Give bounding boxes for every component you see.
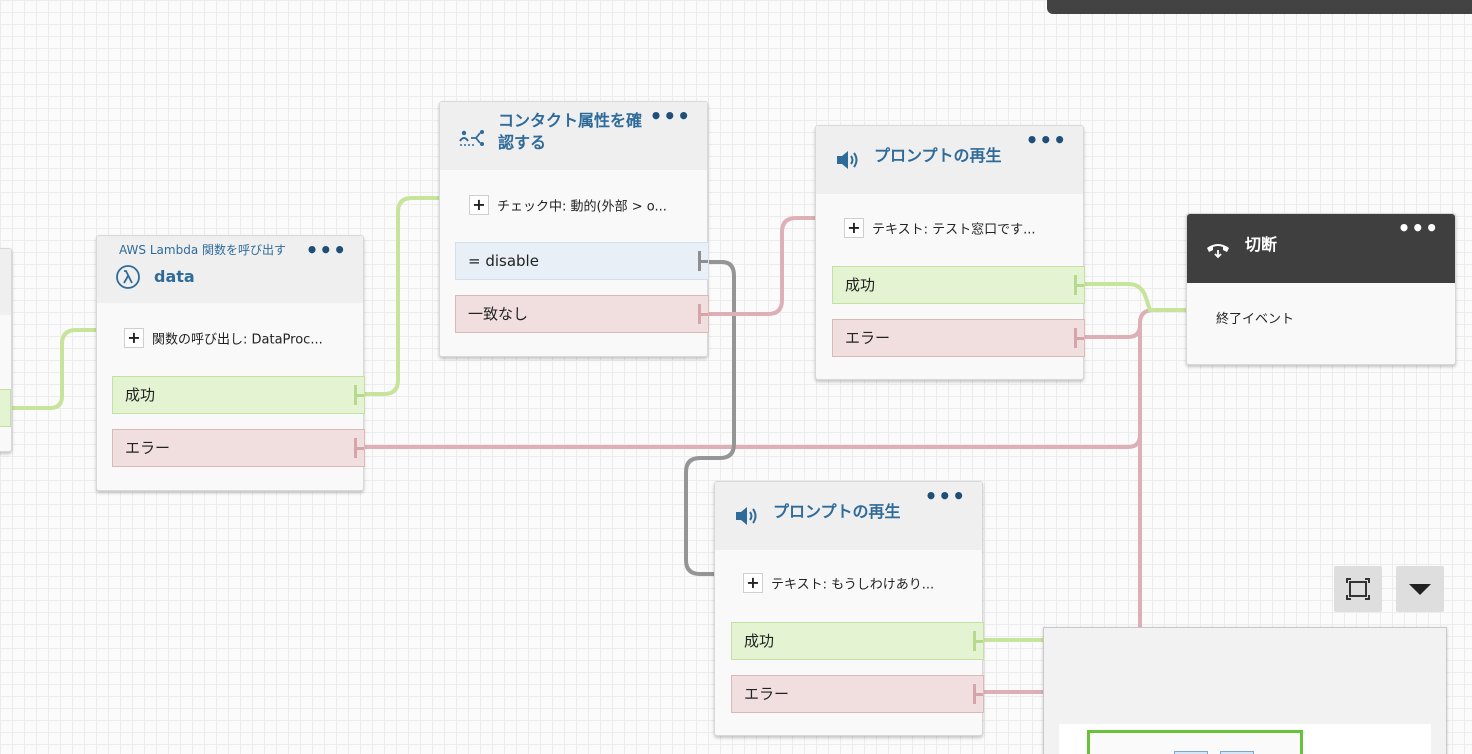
- branch-connector-handle[interactable]: [698, 251, 708, 271]
- branch-connector-handle[interactable]: [973, 631, 983, 651]
- block-param-row[interactable]: + チェック中: 動的(外部 > o...: [469, 195, 667, 215]
- fit-to-screen-button[interactable]: [1334, 566, 1382, 612]
- block-disconnect-header: ••• 切断: [1187, 214, 1455, 283]
- block-menu-button[interactable]: •••: [1397, 216, 1439, 240]
- branch-error[interactable]: エラー: [832, 319, 1085, 357]
- param-text: テキスト: もうしわけあり...: [771, 577, 935, 593]
- block-title: プロンプトの再生: [874, 146, 1002, 165]
- branch-label: エラー: [125, 439, 171, 457]
- branch-success[interactable]: 成功: [832, 266, 1085, 304]
- block-prompt-bottom[interactable]: ••• プロンプトの再生 + テキスト: もうしわけあり... 成功 エラー: [714, 481, 984, 736]
- param-text: 終了イベント: [1216, 312, 1295, 327]
- param-text: テキスト: テスト窓口です...: [872, 222, 1036, 238]
- block-param-row[interactable]: + テキスト: テスト窓口です...: [844, 218, 1036, 238]
- branch-connector-handle[interactable]: [1074, 328, 1084, 348]
- branch-label: 成功: [744, 632, 775, 650]
- block-title-line1: コンタクト属性を確: [498, 111, 643, 130]
- branch-label: エラー: [744, 685, 790, 703]
- branch-label: 成功: [125, 386, 156, 404]
- plus-icon[interactable]: +: [743, 573, 763, 593]
- wire-check-nomatch: [708, 208, 835, 316]
- top-toolbar: [1047, 0, 1472, 14]
- block-title: コンタクト属性を確 認する: [498, 110, 642, 154]
- branch-no-match[interactable]: 一致なし: [455, 295, 709, 333]
- block-menu-button[interactable]: •••: [649, 104, 691, 128]
- branch-success[interactable]: 成功: [731, 622, 984, 660]
- minimap-viewport[interactable]: [1087, 730, 1303, 754]
- branch-error[interactable]: エラー: [112, 429, 365, 467]
- branch-icon: [459, 130, 484, 146]
- plus-icon[interactable]: +: [469, 195, 489, 215]
- lambda-icon: [116, 265, 140, 289]
- block-title: 切断: [1245, 235, 1278, 254]
- param-text: チェック中: 動的(外部 > o...: [497, 199, 667, 215]
- minimap-node: [1174, 751, 1208, 754]
- param-text: 関数の呼び出し: DataProc...: [152, 332, 323, 348]
- branch-label: エラー: [845, 329, 891, 347]
- branch-connector-handle[interactable]: [973, 684, 983, 704]
- branch-label: 一致なし: [468, 305, 529, 323]
- block-menu-button[interactable]: •••: [1025, 128, 1067, 152]
- block-prompt-top-header: ••• プロンプトの再生: [816, 126, 1083, 194]
- branch-connector-handle[interactable]: [698, 304, 708, 324]
- block-param-row[interactable]: + テキスト: もうしわけあり...: [743, 573, 934, 593]
- block-lambda-header: AWS Lambda 関数を呼び出す ••• data: [97, 236, 363, 303]
- block-title: プロンプトの再生: [773, 502, 901, 521]
- branch-label: = disable: [468, 252, 539, 270]
- plus-icon[interactable]: +: [124, 328, 144, 348]
- block-disconnect[interactable]: ••• 切断 終了イベント: [1186, 213, 1456, 365]
- speaker-icon: [837, 151, 858, 169]
- plus-icon[interactable]: +: [844, 218, 864, 238]
- branch-condition-disable[interactable]: = disable: [455, 242, 709, 280]
- block-lambda[interactable]: AWS Lambda 関数を呼び出す ••• data + 関数の呼び出し: Da…: [96, 235, 365, 491]
- wire-lambda-success: [364, 188, 459, 396]
- branch-success[interactable]: 成功: [112, 376, 365, 414]
- block-menu-button[interactable]: •••: [305, 238, 347, 262]
- fit-to-screen-icon: [1346, 578, 1370, 600]
- block-check-header: ••• コンタクト属性を確 認する: [440, 102, 707, 170]
- block-menu-button[interactable]: •••: [924, 484, 966, 508]
- block-param-row: 終了イベント: [1216, 308, 1294, 327]
- minimap[interactable]: [1043, 627, 1447, 754]
- block-type-label: AWS Lambda 関数を呼び出す: [119, 243, 286, 257]
- block-title-line2: 認する: [498, 133, 547, 152]
- branch-connector-handle[interactable]: [354, 385, 364, 405]
- block-prompt-top[interactable]: ••• プロンプトの再生 + テキスト: テスト窓口です... 成功 エラー: [815, 125, 1085, 380]
- partial-block-left[interactable]: [0, 248, 12, 452]
- branch-connector-handle[interactable]: [354, 438, 364, 458]
- block-prompt-bottom-header: ••• プロンプトの再生: [715, 482, 982, 550]
- block-title: data: [154, 267, 195, 286]
- speaker-icon: [736, 507, 757, 525]
- wire-prompt-top-success: [1084, 282, 1209, 320]
- chevron-down-icon: [1409, 584, 1431, 595]
- hangup-icon: [1207, 244, 1229, 259]
- wire-prompt-top-error: [1084, 324, 1142, 339]
- partial-block-header: [0, 249, 11, 315]
- minimap-toggle-button[interactable]: [1396, 566, 1444, 612]
- block-check-attributes[interactable]: ••• コンタクト属性を確 認する + チェック中: 動的(外部 > o... =…: [439, 101, 709, 357]
- minimap-content: [1059, 724, 1431, 754]
- minimap-node: [1220, 751, 1254, 754]
- branch-error[interactable]: エラー: [731, 675, 984, 713]
- partial-branch-success: [0, 389, 11, 427]
- branch-label: 成功: [845, 276, 876, 294]
- block-param-row[interactable]: + 関数の呼び出し: DataProc...: [124, 328, 323, 348]
- branch-connector-handle[interactable]: [1074, 275, 1084, 295]
